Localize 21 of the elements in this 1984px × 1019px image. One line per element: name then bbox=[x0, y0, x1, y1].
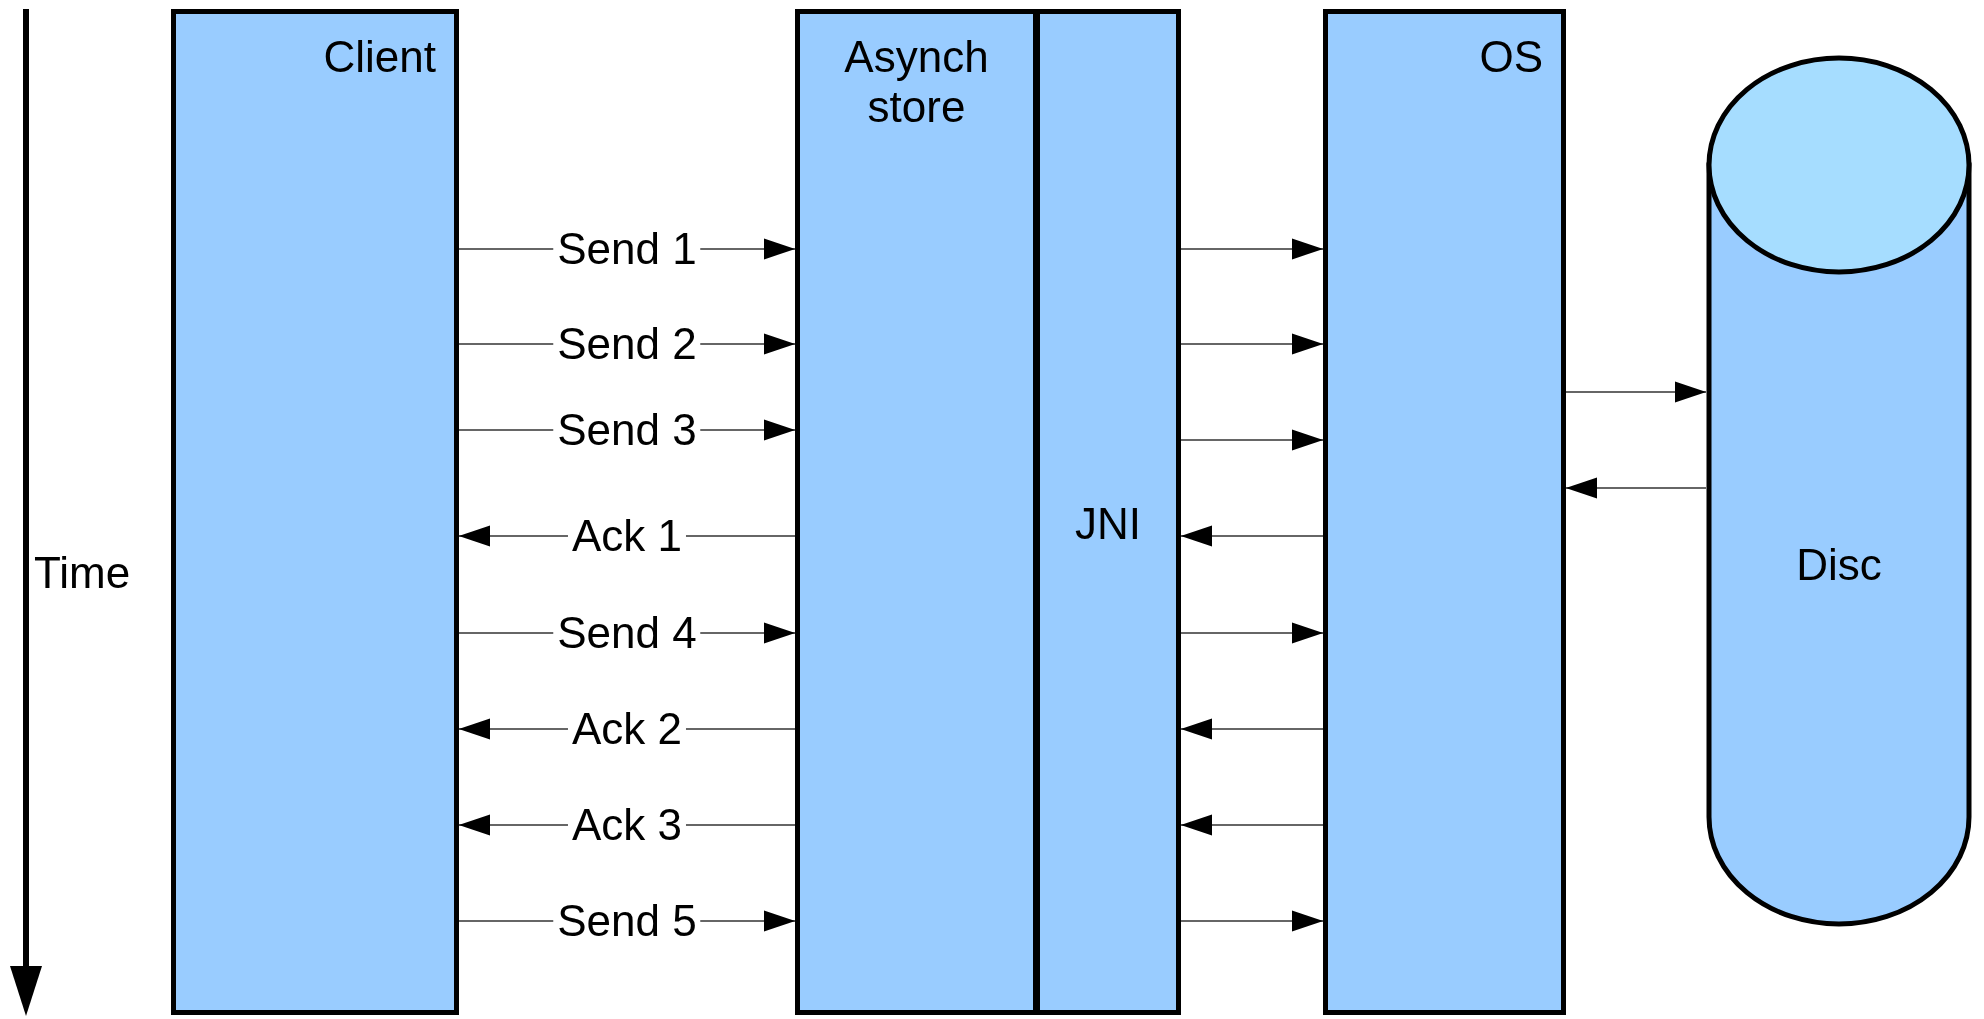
arrow bbox=[1180, 238, 1324, 260]
arrow bbox=[1565, 381, 1707, 403]
lifeline-box bbox=[1323, 9, 1566, 1015]
node-label: Disc bbox=[1795, 540, 1883, 590]
lifeline-box bbox=[1035, 9, 1181, 1015]
arrow bbox=[1180, 333, 1324, 355]
node-label: OS bbox=[1479, 32, 1543, 82]
node-label: Client bbox=[323, 32, 436, 82]
arrow bbox=[1180, 525, 1324, 547]
arrow bbox=[1180, 718, 1324, 740]
arrow bbox=[1180, 429, 1324, 451]
axis-label: Time bbox=[34, 548, 131, 598]
disc-cylinder bbox=[1706, 55, 1972, 927]
lifeline-box bbox=[171, 9, 459, 1015]
lifeline-box bbox=[795, 9, 1038, 1015]
arrow bbox=[1180, 814, 1324, 836]
arrow bbox=[1180, 910, 1324, 932]
arrow bbox=[1180, 622, 1324, 644]
node-label: JNI bbox=[1074, 499, 1142, 549]
arrow bbox=[1565, 477, 1707, 499]
node-label: Asynch store bbox=[843, 32, 990, 132]
